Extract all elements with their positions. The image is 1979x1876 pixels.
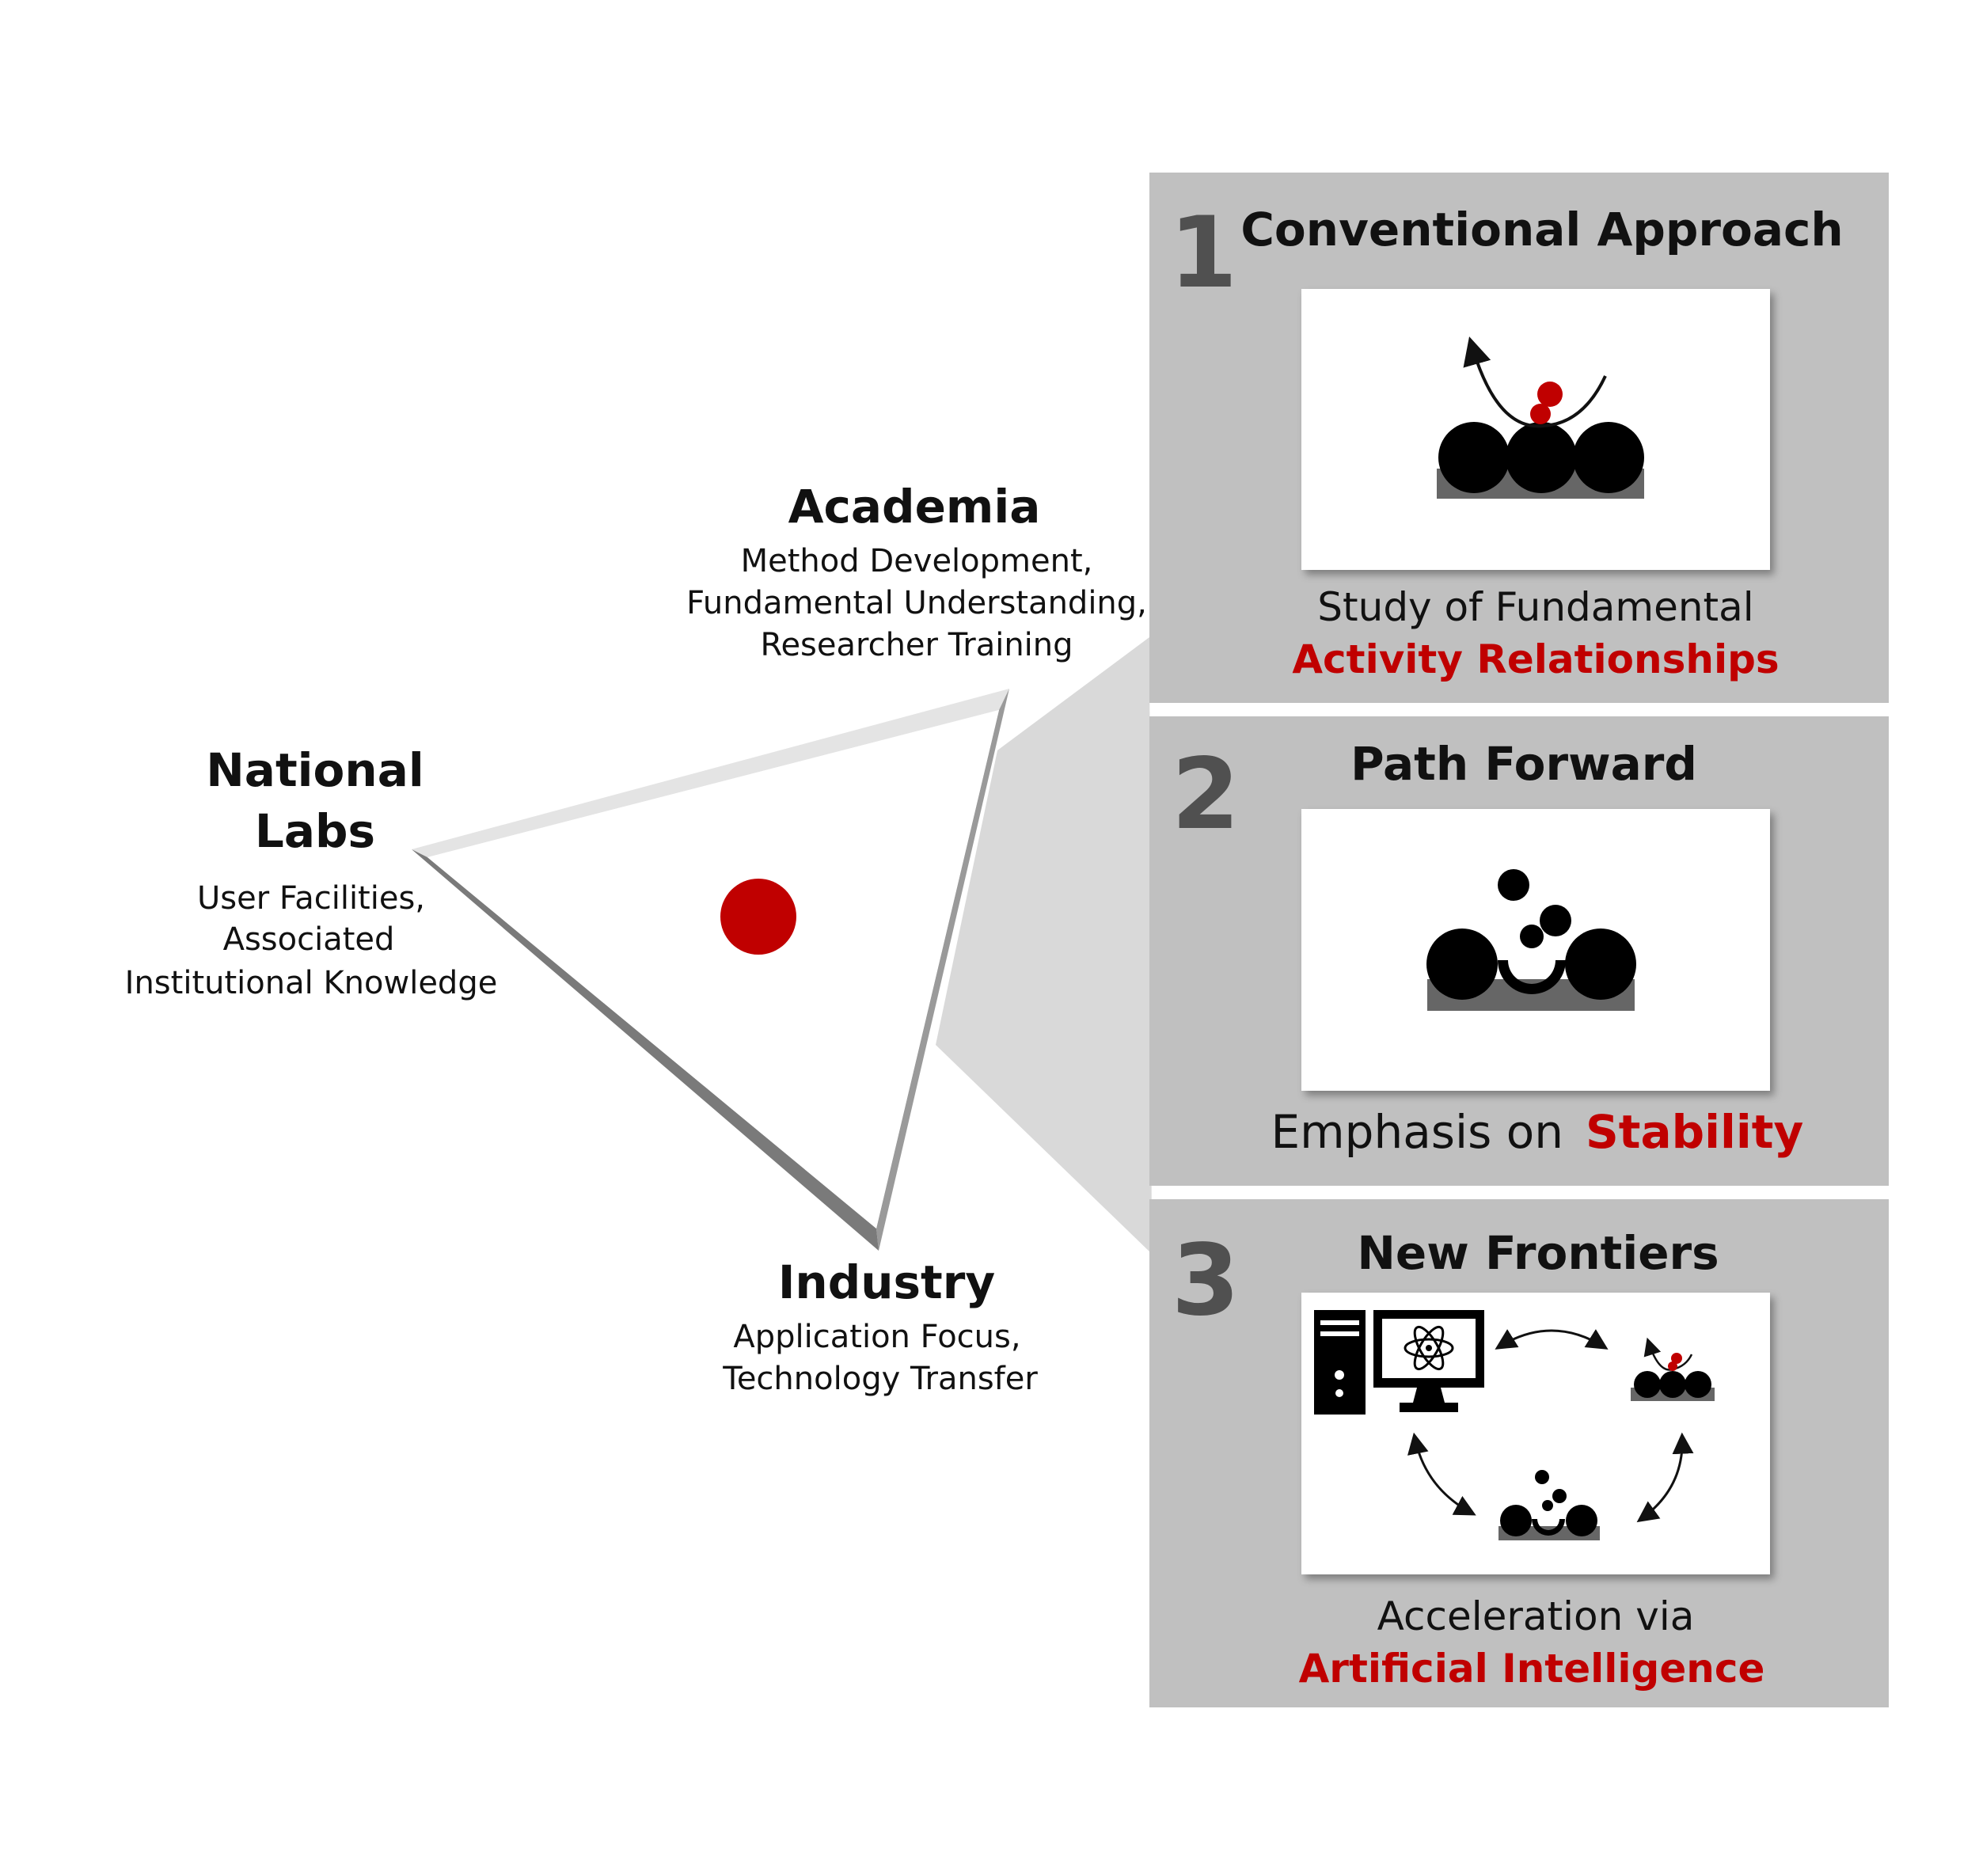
national-labs-title-line-1: National [206,743,424,797]
academia-line-2: Fundamental Understanding, [686,585,1147,621]
panel-2-caption-highlight: Stability [1586,1105,1803,1159]
national-labs-title-line-2: Labs [255,804,375,858]
computer-icon [1314,1310,1484,1415]
mini-adsorption-icon [1631,1337,1715,1401]
catalyst-surface-adsorption-icon [1437,336,1644,499]
collaboration-triangle [412,689,1009,1251]
national-labs-line-2: Associated [223,921,395,958]
national-labs-line-3: Institutional Knowledge [125,965,498,1001]
panel-2-title: Path Forward [1350,737,1697,791]
zoom-cone [936,637,1152,1254]
panel-2-image-card [1301,809,1770,1091]
computer-atom-cycle-icon [1314,1310,1715,1540]
catalyst-surface-degradation-icon [1426,869,1636,1011]
panel-1-caption-plain: Study of Fundamental [1317,584,1753,630]
center-red-dot [720,879,796,955]
panel-1-number: 1 [1169,196,1237,310]
cycle-arrows [1407,1329,1694,1523]
panel-2-caption-plain: Emphasis on [1271,1105,1564,1159]
panel-2-number: 2 [1172,738,1240,852]
academia-line-1: Method Development, [741,543,1093,579]
academia-title: Academia [788,480,1041,534]
panel-3-caption-plain: Acceleration via [1377,1593,1695,1639]
mini-degradation-icon [1498,1470,1600,1540]
panel-3-caption-highlight: Artificial Intelligence [1299,1646,1765,1692]
panel-3-title: New Frontiers [1357,1226,1719,1280]
industry-line-1: Application Focus, [733,1319,1020,1355]
panel-1-title: Conventional Approach [1240,203,1843,256]
national-labs-line-1: User Facilities, [197,880,425,917]
atom-icon [1404,1325,1454,1371]
academia-line-3: Researcher Training [760,627,1073,663]
panel-3-number: 3 [1172,1224,1240,1338]
industry-title: Industry [778,1255,995,1309]
industry-line-2: Technology Transfer [722,1361,1038,1397]
panel-1-caption-highlight: Activity Relationships [1292,636,1779,682]
